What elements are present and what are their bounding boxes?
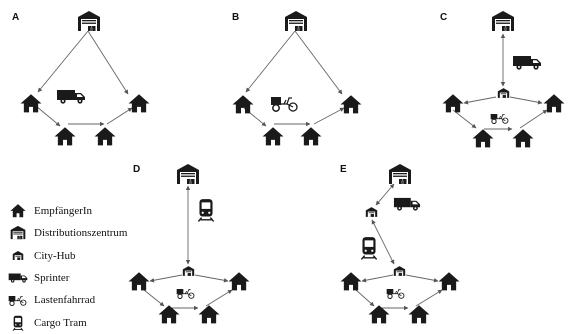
- house-icon: [438, 272, 460, 291]
- warehouse-icon: [10, 226, 26, 240]
- house-icon: [128, 94, 150, 113]
- legend-item-empfaengerin: EmpfängerIn: [8, 200, 128, 222]
- tram-icon: [197, 198, 215, 222]
- legend-item-cargo-tram: Cargo Tram: [8, 311, 128, 333]
- house-icon: [262, 127, 284, 146]
- tram-icon: [12, 314, 24, 331]
- city-hub-icon: [365, 207, 378, 217]
- panel-e: [340, 164, 460, 324]
- panel-a: [20, 11, 150, 146]
- warehouse-icon: [177, 164, 199, 184]
- legend-item-distributionszentrum: Distributionszentrum: [8, 222, 128, 244]
- panel-label-a: A: [12, 12, 19, 23]
- legend-label: Cargo Tram: [34, 316, 87, 329]
- panel-d: [128, 164, 250, 324]
- cargo-bike-icon: [270, 96, 298, 112]
- panel-b: [232, 11, 362, 146]
- legend-label: Distributionszentrum: [34, 227, 128, 240]
- tram-icon: [360, 236, 378, 260]
- legend: EmpfängerIn Distributionszentrum City-Hu…: [8, 200, 128, 334]
- house-icon: [408, 305, 430, 324]
- house-icon: [54, 127, 76, 146]
- house-icon: [228, 272, 250, 291]
- city-hub-icon: [182, 266, 195, 276]
- cargo-bike-icon: [176, 288, 195, 299]
- house-icon: [543, 94, 565, 113]
- panel-label-e: E: [340, 164, 347, 175]
- cargo-bike-icon: [490, 113, 509, 124]
- house-icon: [340, 95, 362, 114]
- warehouse-icon: [492, 11, 514, 31]
- house-icon: [232, 95, 254, 114]
- panel-label-d: D: [133, 164, 140, 175]
- legend-item-sprinter: Sprinter: [8, 267, 128, 289]
- van-icon: [393, 197, 421, 211]
- panel-label-b: B: [232, 12, 239, 23]
- van-icon: [57, 90, 85, 104]
- city-hub-icon: [393, 266, 406, 276]
- legend-label: City-Hub: [34, 249, 76, 262]
- logistics-diagram: A B C D E: [12, 11, 565, 324]
- house-icon: [94, 127, 116, 146]
- cargo-bike-icon: [386, 288, 405, 299]
- legend-item-city-hub: City-Hub: [8, 245, 128, 267]
- warehouse-icon: [389, 164, 411, 184]
- house-icon: [128, 272, 150, 291]
- panel-c: [442, 11, 565, 148]
- house-icon: [198, 305, 220, 324]
- city-hub-icon: [497, 88, 510, 98]
- house-icon: [442, 94, 464, 113]
- house-icon: [10, 204, 26, 218]
- legend-label: Lastenfahrrad: [34, 294, 96, 307]
- van-icon: [513, 56, 541, 70]
- house-icon: [340, 272, 362, 291]
- city-hub-icon: [12, 250, 24, 260]
- legend-label: Sprinter: [34, 272, 70, 285]
- house-icon: [20, 94, 42, 113]
- legend-label: EmpfängerIn: [34, 205, 93, 218]
- panel-label-c: C: [440, 12, 447, 23]
- van-icon: [8, 273, 28, 283]
- legend-item-lastenfahrrad: Lastenfahrrad: [8, 289, 128, 311]
- warehouse-icon: [285, 11, 307, 31]
- house-icon: [300, 127, 322, 146]
- cargo-bike-icon: [8, 295, 27, 307]
- house-icon: [472, 129, 494, 148]
- house-icon: [512, 129, 534, 148]
- warehouse-icon: [78, 11, 100, 31]
